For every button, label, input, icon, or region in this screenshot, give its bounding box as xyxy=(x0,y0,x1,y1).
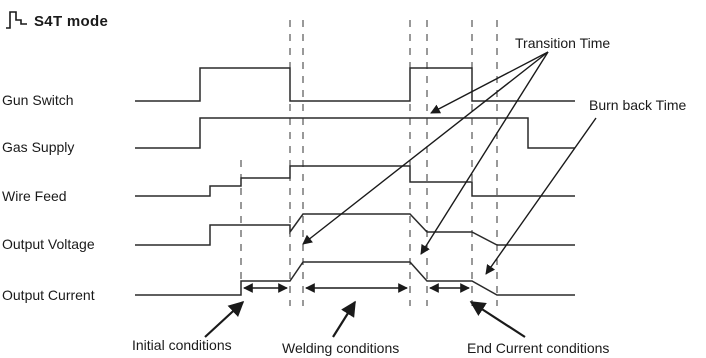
signal-label-output-current: Output Current xyxy=(2,287,95,303)
signal-label-gun-switch: Gun Switch xyxy=(2,92,74,108)
welding-conditions-label: Welding conditions xyxy=(282,340,400,356)
wire-feed-waveform xyxy=(135,165,575,197)
gas-supply-waveform xyxy=(135,117,575,149)
transition-time-label: Transition Time xyxy=(515,35,611,51)
signal-label-gas-supply: Gas Supply xyxy=(2,139,75,155)
burn-back-time-label: Burn back Time xyxy=(589,97,687,113)
initial-conditions-label: Initial conditions xyxy=(132,337,232,353)
timing-guides xyxy=(240,20,498,306)
transition-arrow-2 xyxy=(420,51,549,255)
callout-arrows xyxy=(204,51,597,338)
transition-arrow-3 xyxy=(430,51,549,114)
signal-label-output-voltage: Output Voltage xyxy=(2,236,95,252)
end-current-conditions-label: End Current conditions xyxy=(467,340,610,356)
page-title: S4T mode xyxy=(34,13,109,30)
welding-label-arrow xyxy=(332,300,356,338)
initial-label-arrow xyxy=(204,300,245,338)
waveforms xyxy=(135,67,575,296)
pulse-step-icon xyxy=(6,11,27,29)
signal-label-wire-feed: Wire Feed xyxy=(2,188,67,204)
output-voltage-waveform xyxy=(135,213,575,246)
burnback-arrow xyxy=(485,117,597,275)
end-label-arrow xyxy=(469,301,526,338)
transition-arrow-1 xyxy=(302,51,549,245)
output-current-waveform xyxy=(135,261,575,296)
gun-switch-waveform xyxy=(135,67,575,102)
